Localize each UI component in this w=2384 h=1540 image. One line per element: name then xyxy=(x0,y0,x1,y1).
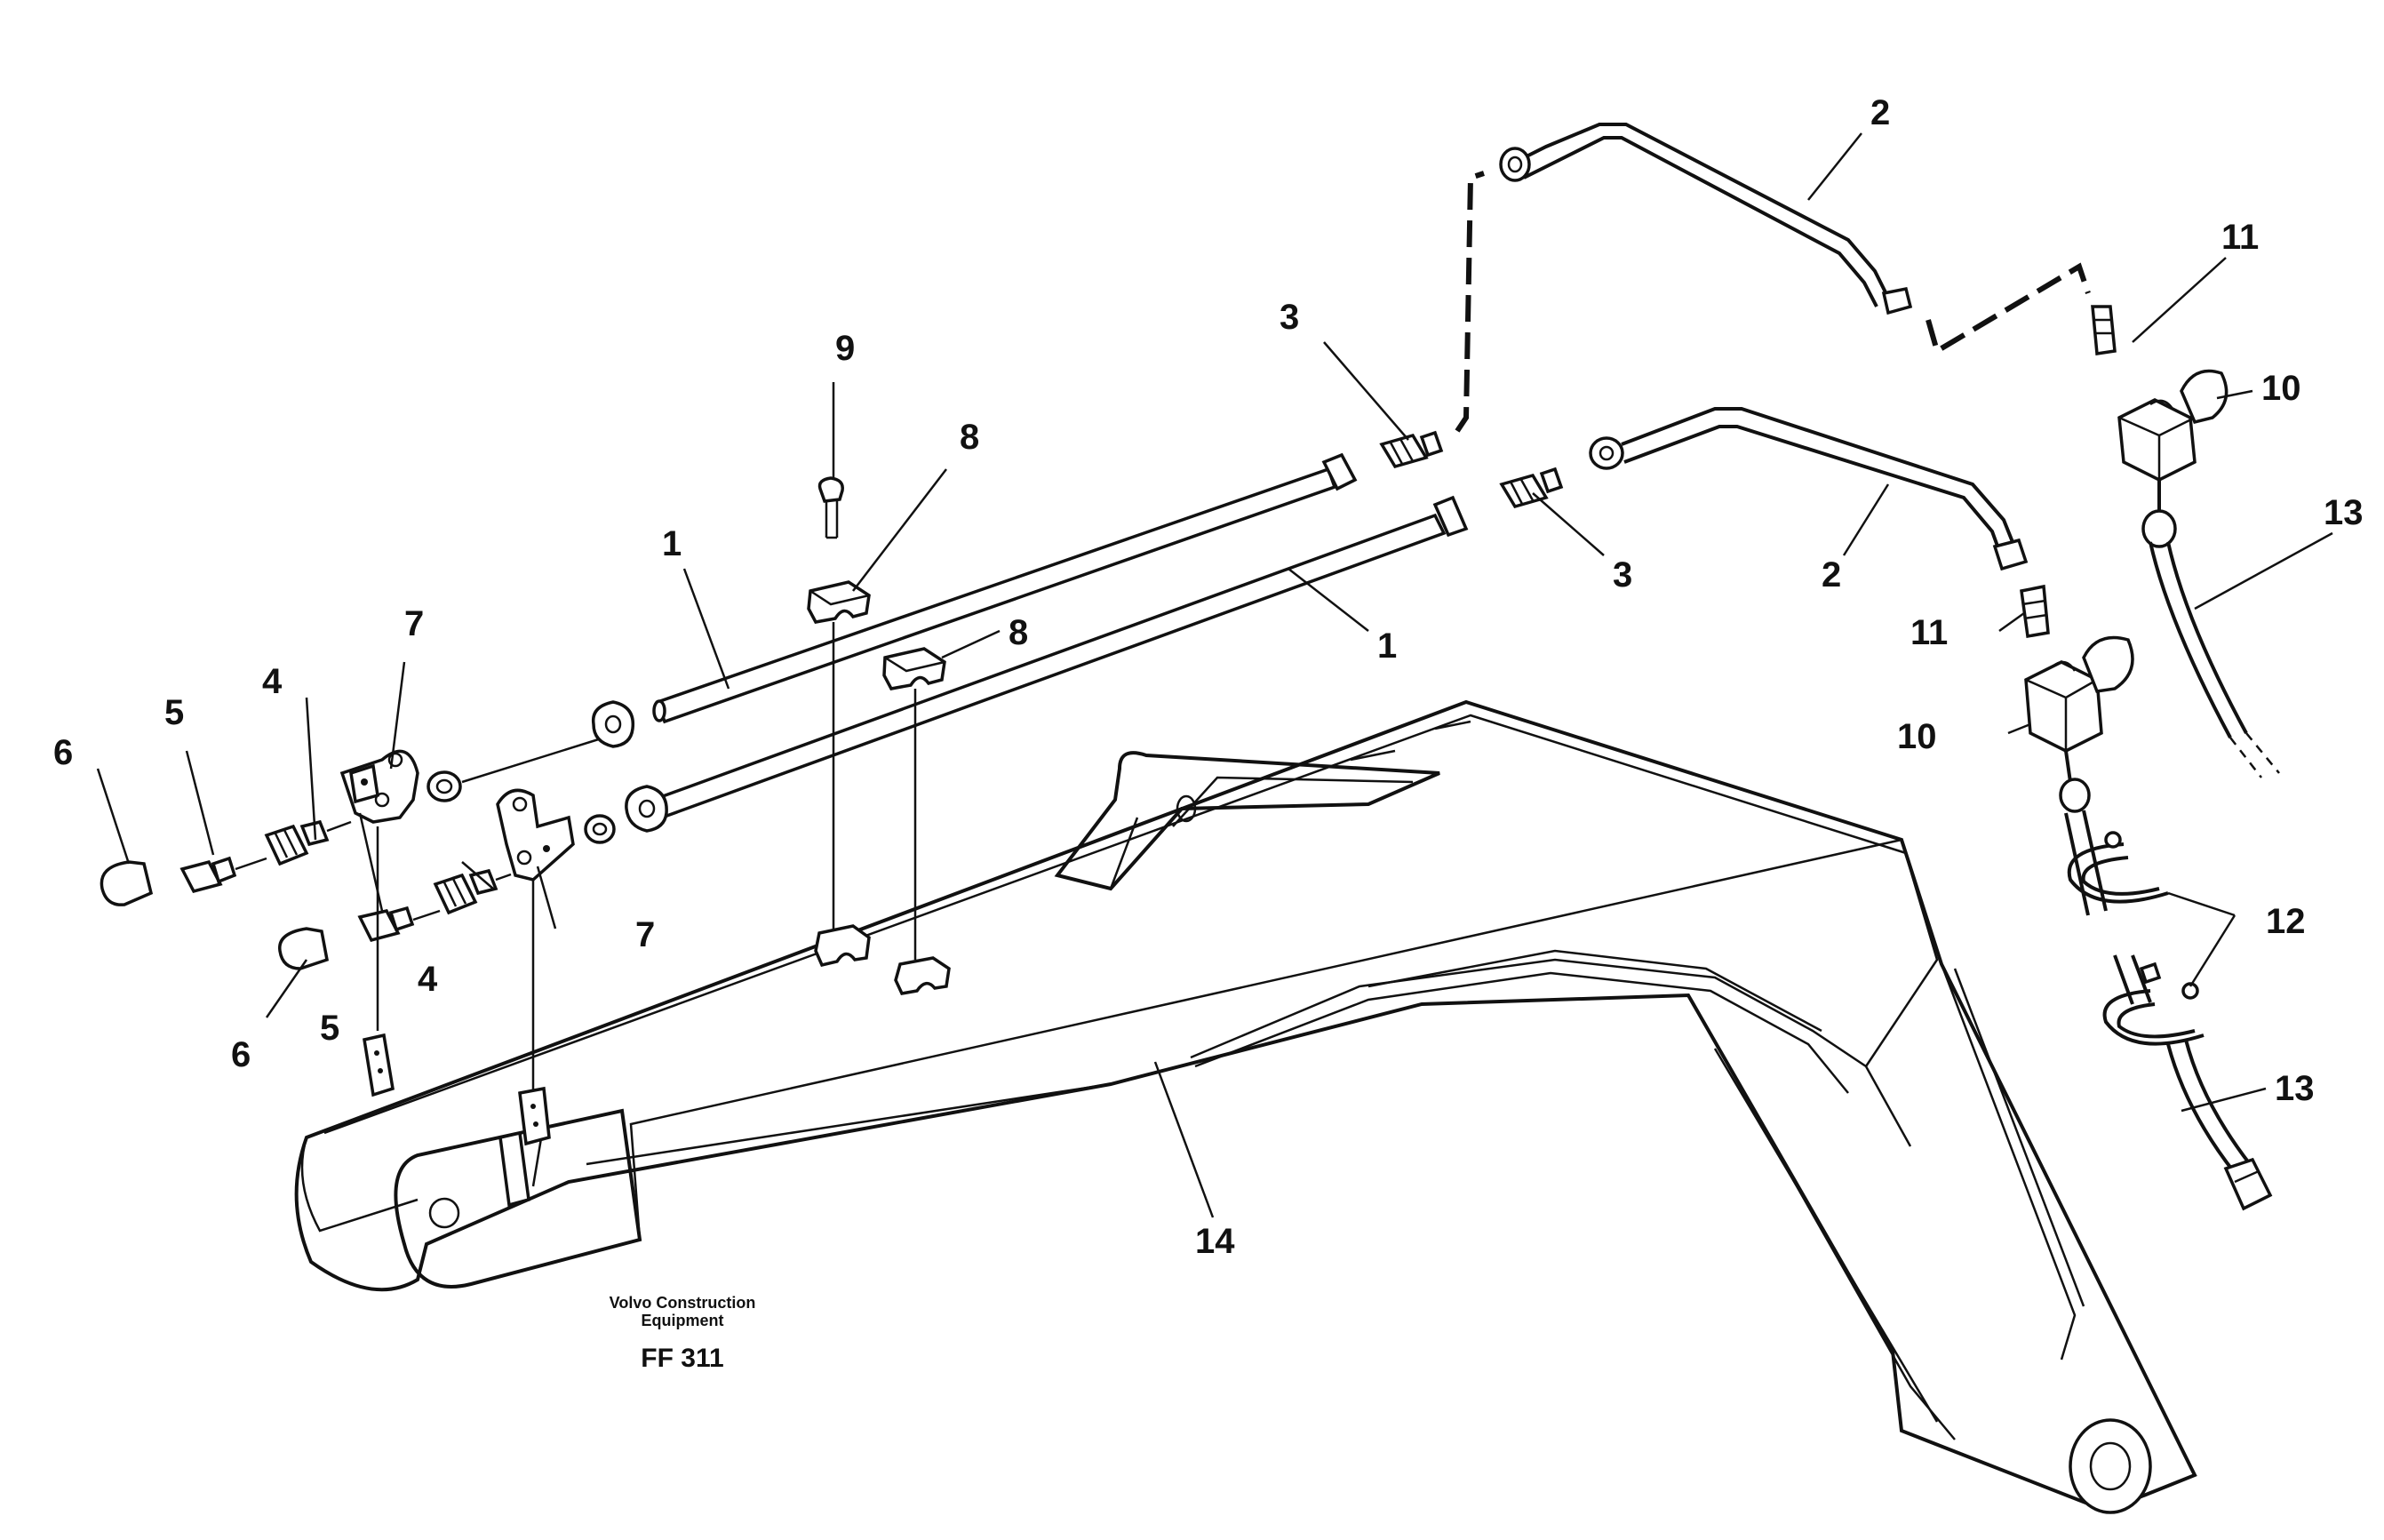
caption-company-line2: Equipment xyxy=(642,1312,724,1329)
callout-13-upper: 13 xyxy=(2324,493,2364,532)
callout-13-lower: 13 xyxy=(2275,1069,2315,1108)
boom-part-14 xyxy=(294,699,2197,1514)
callout-labels: 1 1 2 2 3 3 4 4 5 5 6 6 7 7 8 8 9 10 10 … xyxy=(53,93,2364,1261)
left-fittings xyxy=(100,700,668,970)
callout-2-upper: 2 xyxy=(1870,93,1890,132)
callout-11-lower: 11 xyxy=(1910,613,1948,652)
callout-1-upper: 1 xyxy=(662,524,682,563)
callout-7-lower: 7 xyxy=(635,915,655,954)
callout-5-upper: 5 xyxy=(164,693,184,732)
callout-2-lower: 2 xyxy=(1822,555,1841,594)
callout-5-lower: 5 xyxy=(320,1009,339,1048)
callout-6-lower: 6 xyxy=(231,1035,251,1074)
callout-3-lower: 3 xyxy=(1613,555,1632,594)
caption-company-line1: Volvo Construction xyxy=(610,1294,756,1312)
callout-8-upper: 8 xyxy=(960,418,979,457)
callout-10-lower: 10 xyxy=(1897,717,1937,756)
leader-lines xyxy=(96,132,2333,1218)
callout-4-upper: 4 xyxy=(262,662,283,701)
clamp-assembly xyxy=(363,476,951,1208)
lower-pipe-assembly xyxy=(650,407,2273,1211)
callout-4-lower: 4 xyxy=(418,960,438,999)
callout-10-upper: 10 xyxy=(2261,369,2301,408)
callout-12: 12 xyxy=(2266,902,2306,941)
caption-drawing-code: FF 311 xyxy=(641,1344,723,1373)
callout-6-upper: 6 xyxy=(53,733,73,772)
drawing-caption: Volvo Construction Equipment FF 311 xyxy=(610,1294,756,1373)
callout-8-lower: 8 xyxy=(1009,613,1028,652)
callout-11-upper: 11 xyxy=(2221,218,2259,257)
upper-pipe-assembly xyxy=(652,123,2280,778)
callout-14: 14 xyxy=(1195,1222,1235,1261)
callout-9: 9 xyxy=(835,329,855,368)
callout-7-upper: 7 xyxy=(404,604,424,643)
callout-3-upper: 3 xyxy=(1280,298,1299,337)
callout-1-lower: 1 xyxy=(1377,626,1397,666)
